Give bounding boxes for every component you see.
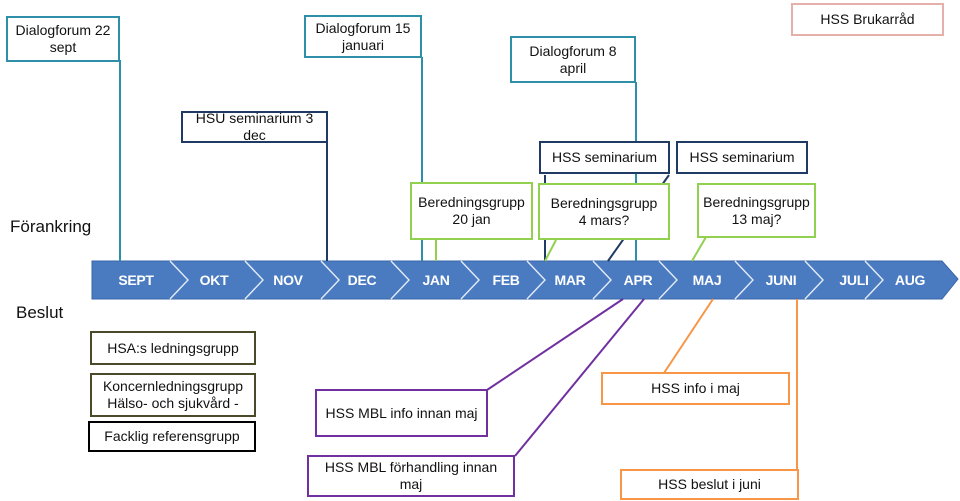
dialogforum-apr-box: Dialogforum 8 april xyxy=(510,36,636,83)
month-juni: JUNI xyxy=(765,272,797,288)
month-aug: AUG xyxy=(894,272,926,288)
dialogforum-jan-box: Dialogforum 15 januari xyxy=(304,15,422,58)
forankring-label: Förankring xyxy=(10,217,92,236)
timeline-arrow xyxy=(91,260,959,300)
facklig-referensgrupp-box: Facklig referensgrupp xyxy=(88,421,256,452)
month-dec: DEC xyxy=(347,272,377,288)
hss-connectors xyxy=(663,298,798,470)
hss-seminarium-box-1: HSS seminarium xyxy=(539,141,670,174)
month-jan: JAN xyxy=(422,272,450,288)
hss-brukarrad-box: HSS Brukarråd xyxy=(791,3,944,36)
hss-seminarium-box-2: HSS seminarium xyxy=(676,141,808,174)
dialogforum-sept-box: Dialogforum 22 sept xyxy=(6,16,120,62)
beredningsgrupp-jan-box: Beredningsgrupp 20 jan xyxy=(410,182,533,240)
koncernledningsgrupp-box: Koncernledningsgrupp Hälso- och sjukvård… xyxy=(90,373,256,417)
timeline-chevrons xyxy=(169,260,884,300)
month-nov: NOV xyxy=(273,272,303,288)
beredningsgrupp-mar-box: Beredningsgrupp 4 mars? xyxy=(538,183,670,240)
hss-mbl-info-box: HSS MBL info innan maj xyxy=(315,389,488,437)
hsa-ledningsgrupp-box: HSA:s ledningsgrupp xyxy=(90,331,256,365)
month-mar: MAR xyxy=(554,272,586,288)
month-apr: APR xyxy=(623,272,653,288)
beredningsgrupp-maj-box: Beredningsgrupp 13 maj? xyxy=(697,183,816,238)
hss-info-maj-box: HSS info i maj xyxy=(601,372,790,405)
month-sept: SEPT xyxy=(118,272,154,288)
month-juli: JULI xyxy=(839,272,869,288)
beslut-label: Beslut xyxy=(16,303,64,322)
mbl-connectors xyxy=(486,298,645,457)
hss-mbl-forhandling-box: HSS MBL förhandling innan maj xyxy=(307,455,515,497)
hss-beslut-juni-box: HSS beslut i juni xyxy=(620,469,799,500)
month-okt: OKT xyxy=(199,272,229,288)
month-maj: MAJ xyxy=(692,272,722,288)
hsu-seminarium-box: HSU seminarium 3 dec xyxy=(181,110,328,143)
month-feb: FEB xyxy=(492,272,520,288)
beredningsgrupp-connectors xyxy=(435,236,707,262)
